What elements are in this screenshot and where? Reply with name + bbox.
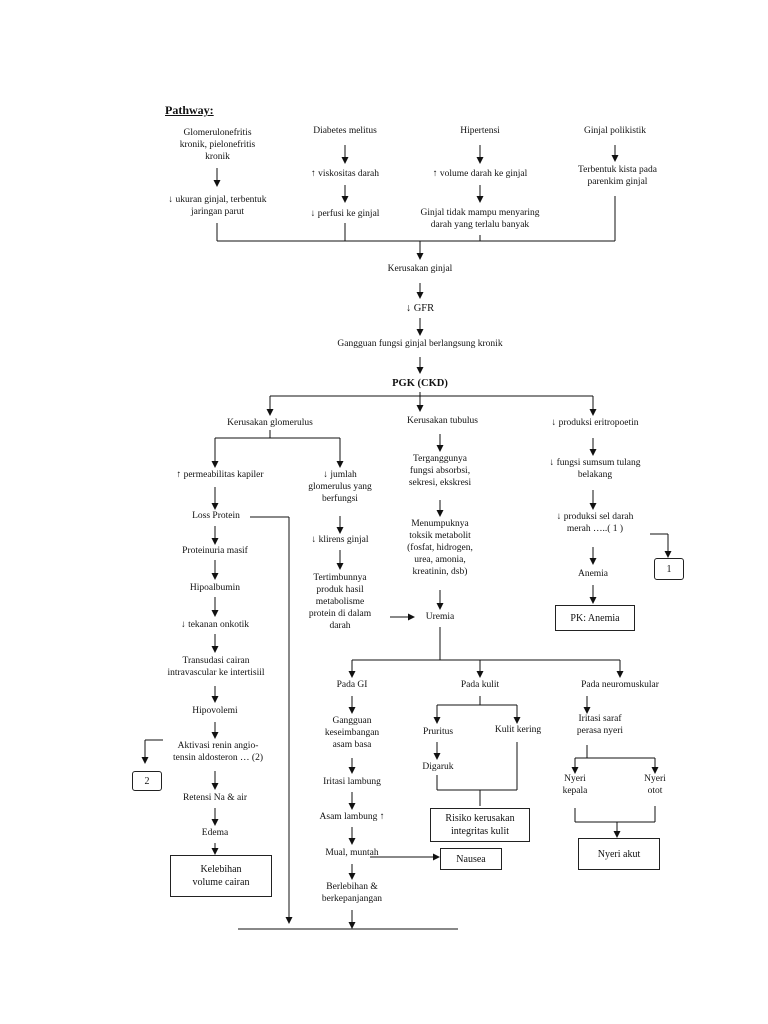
cause-diabetes: Diabetes melitus: [313, 126, 377, 136]
node-nyeri-otot: Nyeri otot: [644, 774, 666, 796]
diagnosis-pk-anemia: PK: Anemia: [555, 605, 635, 631]
node-jumlah-glomerulus: ↓ jumlah glomerulus yang berfungsi: [308, 470, 372, 504]
node-gfr: ↓ GFR: [405, 303, 435, 314]
node-fungsi-sumsum: ↓ fungsi sumsum tulang belakang: [549, 458, 641, 480]
connector-1: 1: [654, 558, 684, 580]
node-permeabilitas: ↑ permeabilitas kapiler: [176, 470, 264, 480]
node-keseimbangan-asam-basa: Gangguan keseimbangan asam basa: [324, 716, 380, 750]
node-produksi-sel-darah: ↓ produksi sel darah merah …..( 1 ): [556, 512, 634, 534]
node-klirens: ↓ klirens ginjal: [311, 535, 369, 545]
node-edema: Edema: [201, 828, 229, 838]
effect-ukuran-ginjal: ↓ ukuran ginjal, terbentuk jaringan paru…: [168, 195, 267, 217]
node-gangguan-fungsi: Gangguan fungsi ginjal berlangsung kroni…: [337, 339, 503, 349]
node-aktivasi-raa: Aktivasi renin angio- tensin aldosteron …: [173, 741, 263, 763]
pathway-title: Pathway:: [165, 103, 214, 117]
branch-glomerulus: Kerusakan glomerulus: [227, 418, 313, 428]
node-digaruk: Digaruk: [422, 762, 454, 772]
head-pada-kulit: Pada kulit: [460, 680, 500, 690]
node-pgk: PGK (CKD): [392, 378, 448, 389]
branch-eritropoetin: ↓ produksi eritropoetin: [551, 418, 639, 428]
cause-hipertensi: Hipertensi: [460, 126, 500, 136]
node-iritasi-lambung: Iritasi lambung: [323, 777, 381, 787]
diagnosis-nausea: Nausea: [440, 848, 502, 870]
node-tekanan-onkotik: ↓ tekanan onkotik: [180, 620, 250, 630]
diagnosis-nyeri-akut: Nyeri akut: [578, 838, 660, 870]
head-pada-gi: Pada GI: [336, 680, 368, 690]
node-pruritus: Pruritus: [422, 727, 454, 737]
node-mual-muntah: Mual, muntah: [325, 848, 379, 858]
node-proteinuria: Proteinuria masif: [182, 546, 248, 556]
effect-volume-darah: ↑ volume darah ke ginjal: [432, 169, 528, 179]
node-nyeri-kepala: Nyeri kepala: [562, 774, 588, 796]
cause-glomerulonefritis: Glomerulonefritis kronik, pielonefritis …: [179, 128, 256, 162]
node-anemia: Anemia: [577, 569, 609, 579]
branch-tubulus: Kerusakan tubulus: [407, 416, 478, 426]
diagnosis-kelebihan-volume-cairan: Kelebihan volume cairan: [170, 855, 272, 897]
connector-2: 2: [132, 771, 162, 791]
node-terganggu-fungsi: Terganggunya fungsi absorbsi, sekresi, e…: [408, 454, 472, 488]
node-retensi: Retensi Na & air: [182, 793, 248, 803]
cause-polikistik: Ginjal polikistik: [583, 126, 646, 136]
node-loss-protein: Loss Protein: [192, 511, 240, 521]
node-hipoalbumin: Hipoalbumin: [189, 583, 241, 593]
node-iritasi-saraf: Iritasi saraf perasa nyeri: [576, 714, 624, 736]
node-transudasi: Transudasi cairan intravascular ke inter…: [167, 656, 265, 678]
node-hipovolemi: Hipovolemi: [192, 706, 238, 716]
effect-viskositas: ↑ viskositas darah: [310, 169, 380, 179]
effect-ginjal-tidak-mampu: Ginjal tidak mampu menyaring darah yang …: [420, 208, 540, 230]
effect-perfusi: ↓ perfusi ke ginjal: [310, 209, 380, 219]
head-pada-neuromuskular: Pada neuromuskular: [581, 680, 659, 690]
effect-kista: Terbentuk kista pada parenkim ginjal: [577, 165, 657, 187]
diagnosis-risiko-kerusakan-kulit: Risiko kerusakan integritas kulit: [430, 808, 530, 842]
node-toksik-metabolit: Menumpuknya toksik metabolit (fosfat, hi…: [407, 519, 473, 577]
node-kerusakan-ginjal: Kerusakan ginjal: [387, 264, 453, 274]
node-asam-lambung: Asam lambung ↑: [319, 812, 385, 822]
node-berlebihan: Berlebihan & berkepanjangan: [321, 882, 383, 904]
node-uremia: Uremia: [425, 612, 455, 622]
node-kulit-kering: Kulit kering: [494, 725, 542, 735]
node-tertimbun-produk: Tertimbunnya produk hasil metabolisme pr…: [308, 573, 372, 631]
